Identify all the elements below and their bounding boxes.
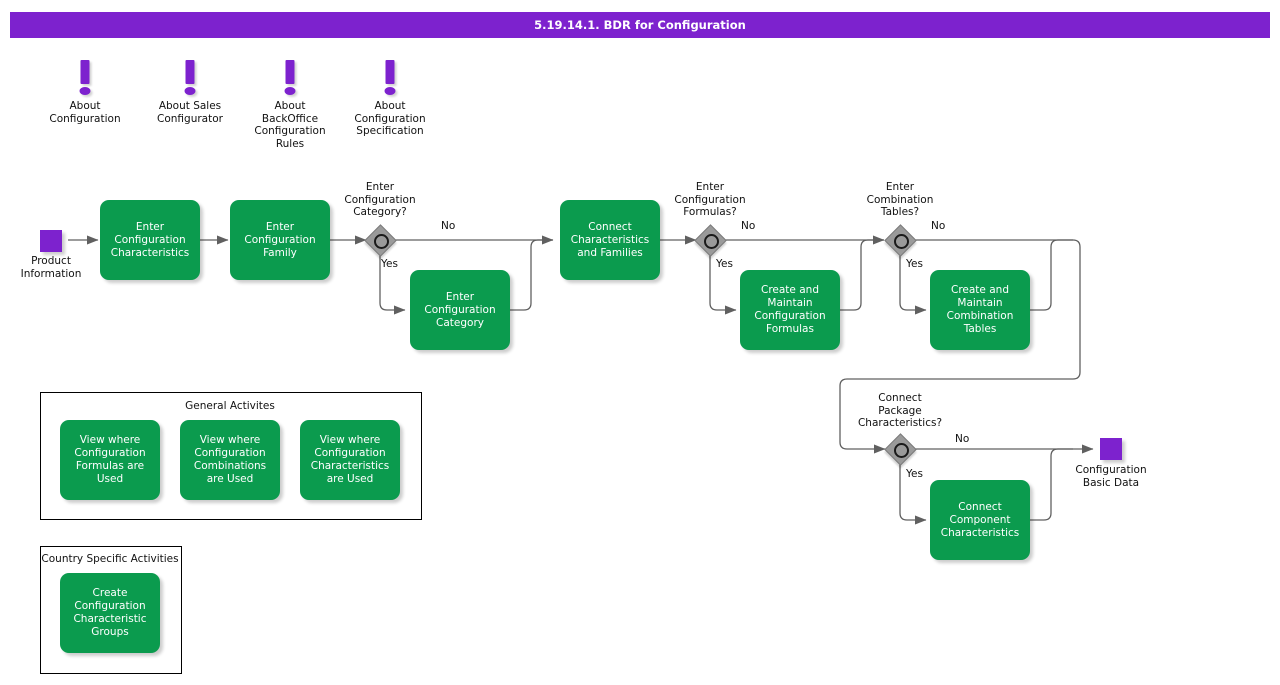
page-title: 5.19.14.1. BDR for Configuration bbox=[534, 18, 746, 32]
task-label: Enter Configuration Family bbox=[244, 220, 316, 259]
end-node-label: Configuration Basic Data bbox=[1075, 464, 1147, 489]
note-about-configuration-specification[interactable]: About Configuration Specification bbox=[345, 60, 435, 138]
connector-g3-yes-to-t6 bbox=[899, 255, 927, 315]
task-connect-component-characteristics[interactable]: Connect Component Characteristics bbox=[930, 480, 1030, 560]
connector-t6-merge bbox=[1030, 239, 1073, 311]
task-create-and-maintain-combination-tables[interactable]: Create and Maintain Combination Tables bbox=[930, 270, 1030, 350]
connector-g3-no-to-g4 bbox=[839, 239, 1081, 454]
exclamation-dot-icon bbox=[184, 87, 196, 95]
branch-label-yes: Yes bbox=[906, 468, 923, 480]
end-node[interactable] bbox=[1100, 438, 1122, 460]
connector-g1-yes-to-t3 bbox=[379, 255, 406, 315]
task-label: View where Configuration Formulas are Us… bbox=[74, 434, 146, 485]
gateway-label-connect-package-characteristics: Connect Package Characteristics? bbox=[857, 392, 943, 429]
start-node-label: Product Information bbox=[20, 255, 82, 280]
note-about-configuration[interactable]: About Configuration bbox=[40, 60, 130, 125]
task-label: View where Configuration Characteristics… bbox=[310, 434, 390, 485]
gateway-label-enter-combination-tables: Enter Combination Tables? bbox=[866, 181, 934, 218]
branch-label-yes: Yes bbox=[906, 258, 923, 270]
exclamation-bar-icon bbox=[80, 60, 90, 84]
gateway-enter-combination-tables[interactable] bbox=[884, 224, 917, 257]
branch-label-no: No bbox=[741, 220, 756, 232]
task-label: View where Configuration Combinations ar… bbox=[193, 434, 267, 485]
task-enter-configuration-characteristics[interactable]: Enter Configuration Characteristics bbox=[100, 200, 200, 280]
task-connect-characteristics-and-families[interactable]: Connect Characteristics and Families bbox=[560, 200, 660, 280]
gateway-label-enter-configuration-formulas: Enter Configuration Formulas? bbox=[674, 181, 746, 218]
exclamation-bar-icon bbox=[285, 60, 295, 84]
task-label: Create and Maintain Combination Tables bbox=[946, 284, 1014, 335]
exclamation-icon bbox=[40, 60, 130, 100]
branch-label-no: No bbox=[441, 220, 456, 232]
task-enter-configuration-category[interactable]: Enter Configuration Category bbox=[410, 270, 510, 350]
branch-label-no: No bbox=[931, 220, 946, 232]
exclamation-icon bbox=[245, 60, 335, 100]
group-title-country-specific-activities: Country Specific Activities bbox=[41, 553, 179, 565]
task-label: Create and Maintain Configuration Formul… bbox=[754, 284, 826, 335]
connector-t3-merge bbox=[510, 239, 553, 311]
gateway-enter-configuration-formulas[interactable] bbox=[694, 224, 727, 257]
task-label: Create Configuration Characteristic Grou… bbox=[73, 587, 147, 638]
note-about-backoffice-configuration-rules[interactable]: About BackOffice Configuration Rules bbox=[245, 60, 335, 150]
task-create-configuration-characteristic-groups[interactable]: Create Configuration Characteristic Grou… bbox=[60, 573, 160, 653]
task-label: Enter Configuration Category bbox=[424, 290, 496, 329]
note-label: About Configuration Specification bbox=[354, 100, 426, 137]
task-enter-configuration-family[interactable]: Enter Configuration Family bbox=[230, 200, 330, 280]
exclamation-icon bbox=[345, 60, 435, 100]
task-view-where-configuration-characteristics-are-used[interactable]: View where Configuration Characteristics… bbox=[300, 420, 400, 500]
connector-g2-yes-to-t5 bbox=[709, 255, 737, 315]
exclamation-dot-icon bbox=[284, 87, 296, 95]
group-title-general-activites: General Activites bbox=[185, 400, 275, 412]
gateway-label-enter-configuration-category: Enter Configuration Category? bbox=[344, 181, 416, 218]
task-view-where-configuration-formulas-are-used[interactable]: View where Configuration Formulas are Us… bbox=[60, 420, 160, 500]
branch-label-no: No bbox=[955, 433, 970, 445]
task-create-and-maintain-configuration-formulas[interactable]: Create and Maintain Configuration Formul… bbox=[740, 270, 840, 350]
exclamation-icon bbox=[145, 60, 235, 100]
task-label: Enter Configuration Characteristics bbox=[110, 220, 190, 259]
note-label: About BackOffice Configuration Rules bbox=[254, 100, 326, 150]
gateway-ring-icon bbox=[703, 233, 719, 249]
gateway-connect-package-characteristics[interactable] bbox=[884, 433, 917, 466]
branch-label-yes: Yes bbox=[381, 258, 398, 270]
start-node[interactable] bbox=[40, 230, 62, 252]
note-label: About Sales Configurator bbox=[157, 100, 223, 125]
exclamation-bar-icon bbox=[185, 60, 195, 84]
task-view-where-configuration-combinations-are-used[interactable]: View where Configuration Combinations ar… bbox=[180, 420, 280, 500]
connector-t7-merge bbox=[1030, 448, 1073, 521]
note-label: About Configuration bbox=[49, 100, 121, 125]
branch-label-yes: Yes bbox=[716, 258, 733, 270]
connector-t5-merge bbox=[840, 239, 884, 311]
page-title-bar: 5.19.14.1. BDR for Configuration bbox=[10, 12, 1270, 38]
gateway-enter-configuration-category[interactable] bbox=[364, 224, 397, 257]
gateway-ring-icon bbox=[373, 233, 389, 249]
exclamation-bar-icon bbox=[385, 60, 395, 84]
task-label: Connect Characteristics and Families bbox=[570, 220, 650, 259]
note-about-sales-configurator[interactable]: About Sales Configurator bbox=[145, 60, 235, 125]
gateway-ring-icon bbox=[893, 442, 909, 458]
exclamation-dot-icon bbox=[79, 87, 91, 95]
connector-g4-yes-to-t7 bbox=[899, 464, 927, 525]
task-label: Connect Component Characteristics bbox=[940, 500, 1020, 539]
exclamation-dot-icon bbox=[384, 87, 396, 95]
gateway-ring-icon bbox=[893, 233, 909, 249]
